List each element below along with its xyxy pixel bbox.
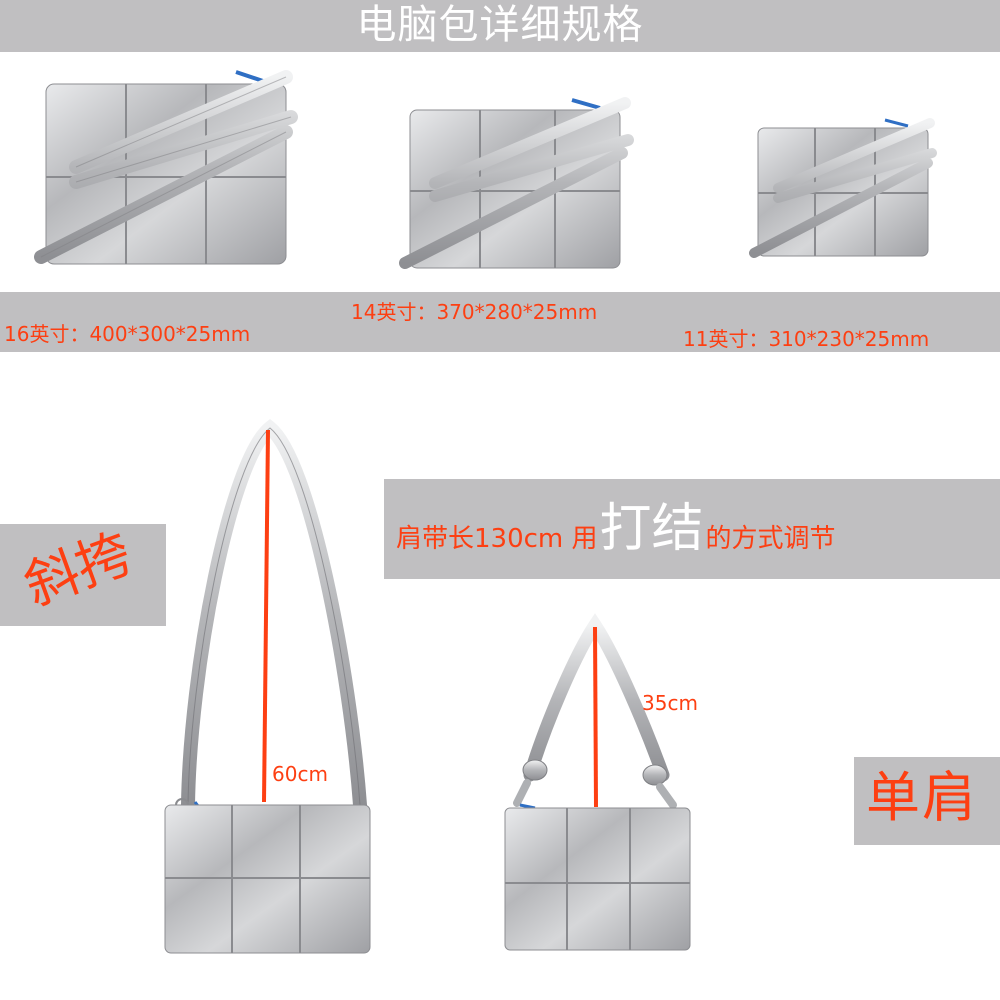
bag-crossbody-image (164, 419, 371, 954)
title-banner: 电脑包详细规格 (0, 0, 1000, 52)
measure-line-60 (262, 429, 270, 803)
crossbody-label: 斜挎 (16, 521, 140, 618)
bag-shoulder-image (504, 613, 691, 951)
bag-14-inch-image (399, 97, 634, 269)
shoulder-label: 单肩 (866, 766, 978, 829)
size-16-inch-label: 16英寸：400*300*25mm (4, 322, 251, 346)
strap-note-prefix: 肩带长130cm 用 (396, 524, 598, 554)
size-14-inch-label: 14英寸：370*280*25mm (351, 300, 598, 324)
strap-note-banner: 肩带长130cm 用 打结 的方式调节 (384, 479, 1000, 579)
size-spec-banner: 16英寸：400*300*25mm 14英寸：370*280*25mm 11英寸… (0, 292, 1000, 352)
size-11-inch-label: 11英寸：310*230*25mm (683, 327, 930, 351)
shoulder-label-box: 单肩 (854, 757, 1000, 845)
strap-note-suffix: 的方式调节 (705, 524, 836, 554)
crossbody-label-box: 斜挎 (0, 521, 166, 626)
page-title: 电脑包详细规格 (356, 2, 644, 48)
strap-note-highlight: 打结 (599, 499, 704, 559)
shoulder-drop-length: 35cm (642, 691, 698, 715)
crossbody-drop-length: 60cm (272, 762, 328, 786)
bag-16-inch-image (34, 70, 298, 265)
measure-line-35 (593, 626, 598, 808)
bag-11-inch-image (749, 118, 937, 258)
